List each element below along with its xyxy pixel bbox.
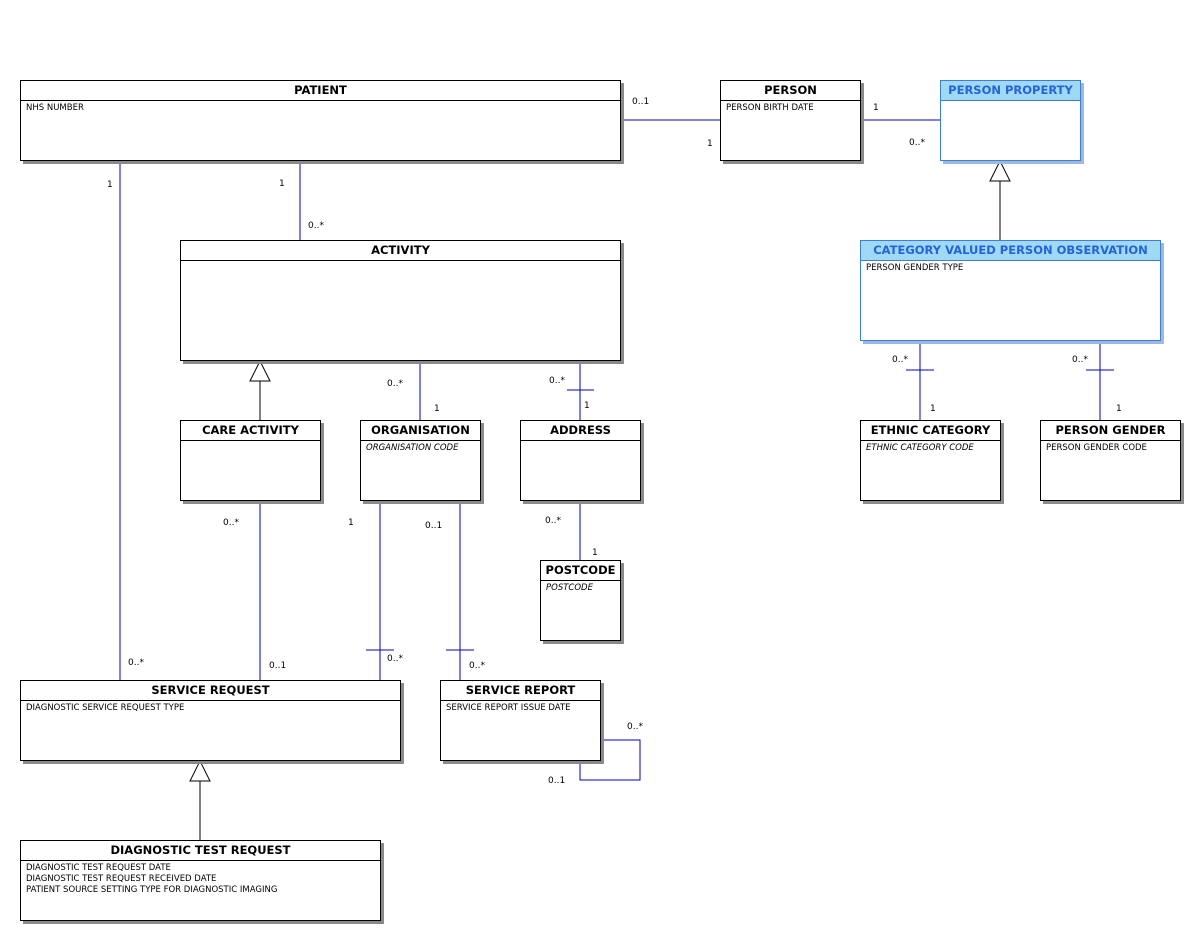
multiplicity-label: 1 xyxy=(707,139,713,149)
multiplicity-label: 1 xyxy=(348,518,354,528)
attribute-postcode: POSTCODE xyxy=(546,583,593,593)
multiplicity-label: 1 xyxy=(1116,404,1122,414)
attribute-nhs-number: NHS NUMBER xyxy=(26,103,84,113)
multiplicity-label: 0..* xyxy=(128,658,144,668)
attribute-ethnic-category-code: ETHNIC CATEGORY CODE xyxy=(866,443,974,453)
multiplicity-label: 1 xyxy=(279,179,285,189)
multiplicity-label: 1 xyxy=(107,180,113,190)
attribute-person-gender-code: PERSON GENDER CODE xyxy=(1046,443,1147,453)
entity-service-report[interactable]: SERVICE REPORT SERVICE REPORT ISSUE DATE xyxy=(440,680,601,761)
generalizations xyxy=(189,159,1011,840)
entity-title: ETHNIC CATEGORY xyxy=(861,421,1000,441)
multiplicity-label: 0..* xyxy=(308,221,324,231)
attribute-person-gender-type: PERSON GENDER TYPE xyxy=(866,263,964,273)
associations xyxy=(119,119,1114,781)
entity-patient[interactable]: PATIENT NHS NUMBER xyxy=(20,80,621,161)
attribute-diagnostic-service-request-type: DIAGNOSTIC SERVICE REQUEST TYPE xyxy=(26,703,185,713)
entity-title: SERVICE REPORT xyxy=(441,681,600,701)
attribute-service-report-issue-date: SERVICE REPORT ISSUE DATE xyxy=(446,703,571,713)
multiplicity-label: 1 xyxy=(584,401,590,411)
multiplicity-label: 0..* xyxy=(549,376,565,386)
gen-care-activity-activity-arrow xyxy=(249,359,271,382)
entity-activity[interactable]: ACTIVITY xyxy=(180,240,621,361)
multiplicity-label: 0..* xyxy=(387,379,403,389)
entity-title: CATEGORY VALUED PERSON OBSERVATION xyxy=(861,241,1160,261)
entity-service-request[interactable]: SERVICE REQUEST DIAGNOSTIC SERVICE REQUE… xyxy=(20,680,401,761)
multiplicity-label: 0..1 xyxy=(269,661,287,671)
entity-category-valued-person-observation[interactable]: CATEGORY VALUED PERSON OBSERVATION PERSO… xyxy=(860,240,1161,341)
entity-title: ADDRESS xyxy=(521,421,640,441)
entity-person-property[interactable]: PERSON PROPERTY xyxy=(940,80,1081,161)
attribute-organisation-code: ORGANISATION CODE xyxy=(366,443,459,453)
gen-category-person-property-arrow xyxy=(989,159,1011,182)
attribute-person-birth-date: PERSON BIRTH DATE xyxy=(726,103,814,113)
entity-title: PERSON xyxy=(721,81,860,101)
multiplicity-label: 0..* xyxy=(469,661,485,671)
gen-diagnostic-service-request-arrow xyxy=(189,759,211,782)
multiplicity-label: 1 xyxy=(930,404,936,414)
multiplicity-label: 0..1 xyxy=(632,97,650,107)
attribute-patient-source-setting-type: PATIENT SOURCE SETTING TYPE FOR DIAGNOST… xyxy=(26,885,278,895)
multiplicity-label: 0..* xyxy=(909,138,925,148)
entity-title: PERSON GENDER xyxy=(1041,421,1180,441)
multiplicity-label: 1 xyxy=(434,404,440,414)
multiplicity-label: 1 xyxy=(873,103,879,113)
entity-title: PERSON PROPERTY xyxy=(941,81,1080,101)
entity-title: CARE ACTIVITY xyxy=(181,421,320,441)
entity-person-gender[interactable]: PERSON GENDER PERSON GENDER CODE xyxy=(1040,420,1181,501)
entity-ethnic-category[interactable]: ETHNIC CATEGORY ETHNIC CATEGORY CODE xyxy=(860,420,1001,501)
entity-title: ACTIVITY xyxy=(181,241,620,261)
multiplicity-label: 0..* xyxy=(892,355,908,365)
entity-care-activity[interactable]: CARE ACTIVITY xyxy=(180,420,321,501)
multiplicity-label: 0..1 xyxy=(425,521,443,531)
entity-diagnostic-test-request[interactable]: DIAGNOSTIC TEST REQUEST DIAGNOSTIC TEST … xyxy=(20,840,381,921)
multiplicity-label: 0..1 xyxy=(548,776,566,786)
entity-title: ORGANISATION xyxy=(361,421,480,441)
attribute-diagnostic-test-request-received-date: DIAGNOSTIC TEST REQUEST RECEIVED DATE xyxy=(26,874,217,884)
entity-address[interactable]: ADDRESS xyxy=(520,420,641,501)
multiplicity-label: 0..* xyxy=(223,518,239,528)
entity-organisation[interactable]: ORGANISATION ORGANISATION CODE xyxy=(360,420,481,501)
multiplicity-label: 0..* xyxy=(387,654,403,664)
attribute-diagnostic-test-request-date: DIAGNOSTIC TEST REQUEST DATE xyxy=(26,863,171,873)
assoc-service-report-self xyxy=(579,739,641,781)
multiplicity-label: 0..* xyxy=(1072,355,1088,365)
entity-person[interactable]: PERSON PERSON BIRTH DATE xyxy=(720,80,861,161)
entity-postcode[interactable]: POSTCODE POSTCODE xyxy=(540,560,621,641)
entity-title: DIAGNOSTIC TEST REQUEST xyxy=(21,841,380,861)
entity-title: PATIENT xyxy=(21,81,620,101)
multiplicity-label: 0..* xyxy=(545,516,561,526)
multiplicity-label: 1 xyxy=(592,548,598,558)
entity-title: SERVICE REQUEST xyxy=(21,681,400,701)
entity-title: POSTCODE xyxy=(541,561,620,581)
multiplicity-label: 0..* xyxy=(627,722,643,732)
